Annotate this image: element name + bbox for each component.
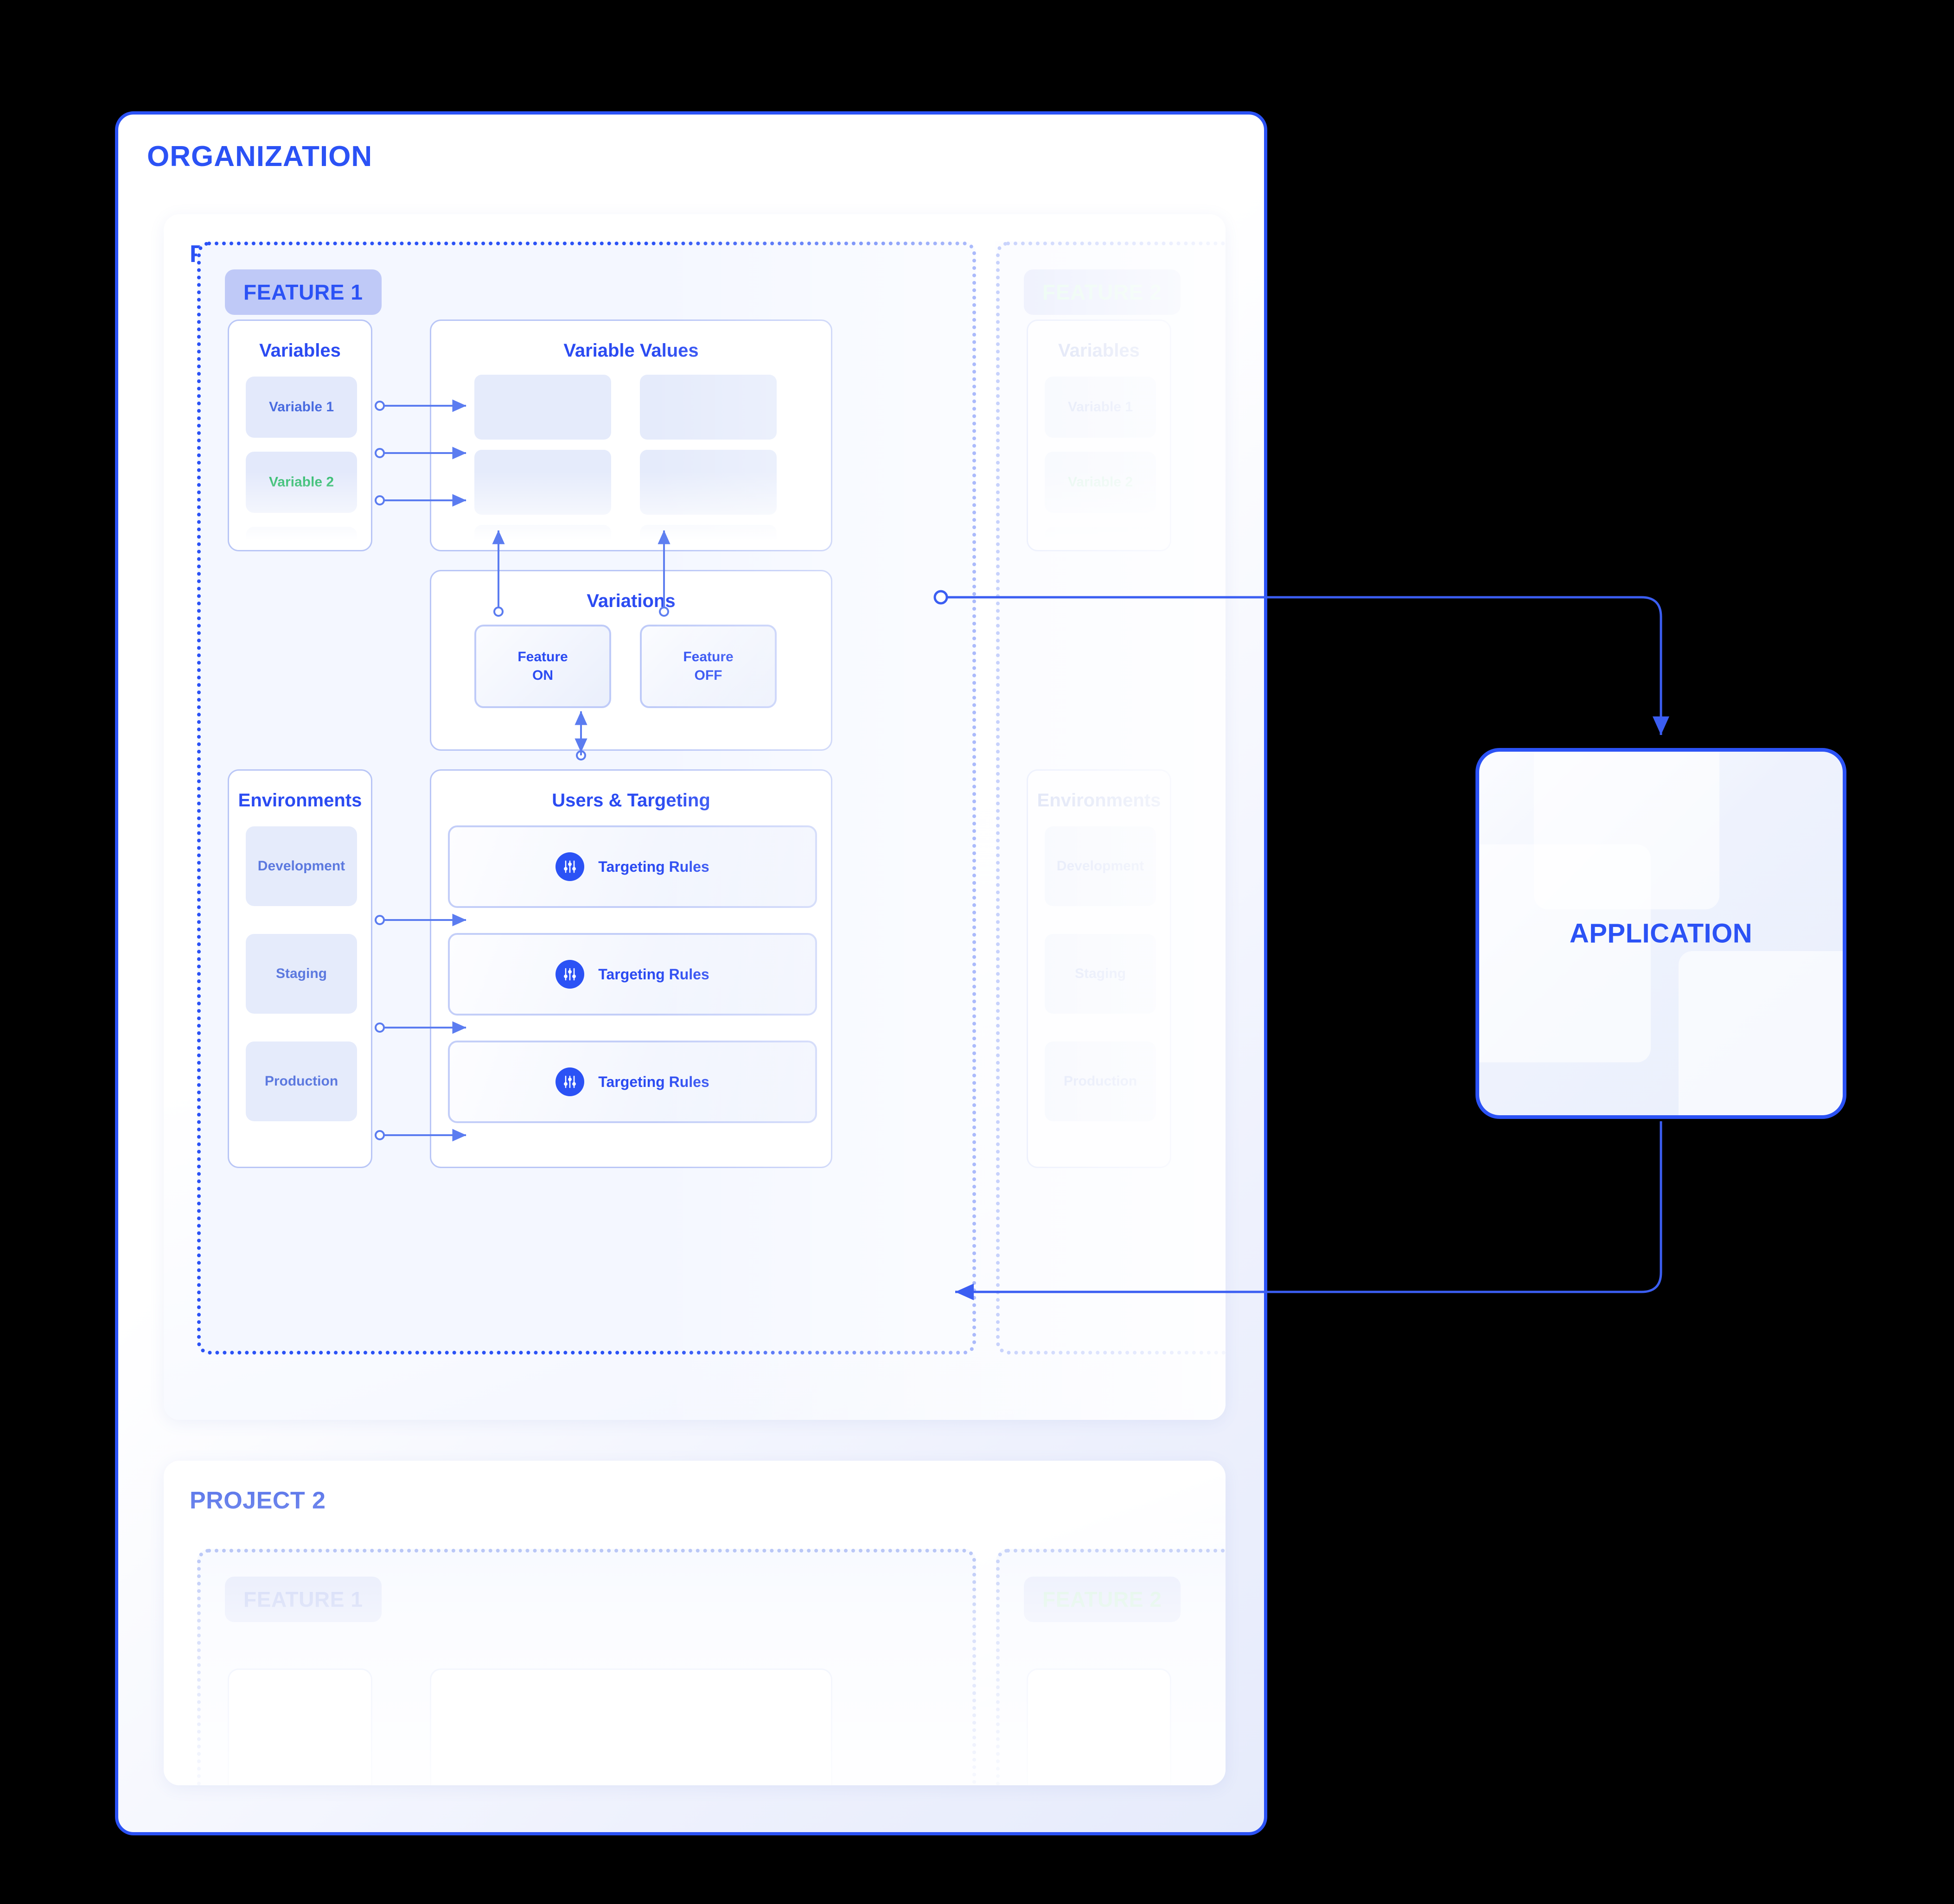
sliders-icon <box>556 852 585 881</box>
variable-values-panel: Variable Values <box>430 319 832 551</box>
value-box-2-1[interactable] <box>474 450 611 515</box>
environment-chip-development[interactable]: Development <box>246 826 357 906</box>
variable-chip-3[interactable]: Variable 3 <box>246 527 357 550</box>
value-box-3-1[interactable] <box>474 525 611 550</box>
feature-2-environment-chip-staging[interactable]: Staging <box>1045 934 1156 1014</box>
project-2-feature-1-container[interactable]: FEATURE 1 <box>197 1549 976 1785</box>
variable-values-panel-title: Variable Values <box>563 340 699 361</box>
variation-card-feature-off[interactable]: Feature OFF <box>640 625 777 708</box>
feature-2-environment-chip-development[interactable]: Development <box>1045 826 1156 906</box>
application-decoration-3 <box>1479 844 1651 1062</box>
project-2-feature-1-badge[interactable]: FEATURE 1 <box>225 1577 382 1622</box>
value-box-1-1[interactable] <box>474 375 611 440</box>
environments-panel: Environments Development Staging Product… <box>228 769 372 1168</box>
environments-panel-title: Environments <box>238 790 362 811</box>
project-2-title: PROJECT 2 <box>190 1487 326 1514</box>
organization-card: ORGANIZATION PROJECT 1 FEATURE 1 Variabl… <box>115 111 1267 1835</box>
value-box-3-2[interactable] <box>640 525 777 550</box>
project-2-card: PROJECT 2 FEATURE 1 FEATURE 2 <box>164 1461 1226 1785</box>
project-2-f2-variables-panel <box>1027 1668 1171 1785</box>
users-targeting-panel-title: Users & Targeting <box>552 790 710 811</box>
environment-chip-staging[interactable]: Staging <box>246 934 357 1014</box>
feature-2-container[interactable]: FEATURE 2 Variables Variable 1 Variable … <box>995 241 1226 1355</box>
organization-title: ORGANIZATION <box>147 141 373 173</box>
feature-2-variables-panel: Variables Variable 1 Variable 2 Variable… <box>1027 319 1171 551</box>
variables-panel: Variables Variable 1 Variable 2 Variable… <box>228 319 372 551</box>
variations-panel: Variations Feature ON Feature OFF <box>430 570 832 751</box>
variation-card-feature-on[interactable]: Feature ON <box>474 625 611 708</box>
feature-1-badge[interactable]: FEATURE 1 <box>225 269 382 315</box>
variations-panel-title: Variations <box>587 591 676 611</box>
targeting-rules-row-staging[interactable]: Targeting Rules <box>448 933 817 1016</box>
targeting-rules-label-2: Targeting Rules <box>598 965 709 983</box>
project-1-card: PROJECT 1 FEATURE 1 Variables Variable 1… <box>164 214 1226 1420</box>
application-label: APPLICATION <box>1569 918 1753 949</box>
feature-2-environments-panel: Environments Development Staging Product… <box>1027 769 1171 1168</box>
variables-panel-title: Variables <box>259 340 341 361</box>
feature-2-variable-chip-2[interactable]: Variable 2 <box>1045 452 1156 513</box>
feature-2-variable-chip-3[interactable]: Variable 3 <box>1045 527 1156 550</box>
feature-2-variable-chip-1[interactable]: Variable 1 <box>1045 377 1156 438</box>
feature-2-environments-title: Environments <box>1037 790 1161 811</box>
variation-off-line2: OFF <box>694 668 722 683</box>
sliders-icon <box>556 1067 585 1096</box>
targeting-rules-row-production[interactable]: Targeting Rules <box>448 1041 817 1123</box>
project-2-feature-2-badge[interactable]: FEATURE 2 <box>1024 1577 1181 1622</box>
project-2-f1-variables-panel <box>228 1668 372 1785</box>
users-targeting-panel: Users & Targeting <box>430 769 832 1168</box>
feature-2-badge[interactable]: FEATURE 2 <box>1024 269 1181 315</box>
application-box[interactable]: APPLICATION <box>1475 748 1846 1119</box>
sliders-icon <box>556 960 585 989</box>
feature-2-variables-title: Variables <box>1058 340 1140 361</box>
variable-chip-1[interactable]: Variable 1 <box>246 377 357 438</box>
targeting-rules-label-1: Targeting Rules <box>598 858 709 875</box>
variation-on-line2: ON <box>532 668 553 683</box>
application-decoration-2 <box>1679 951 1843 1115</box>
environment-chip-production[interactable]: Production <box>246 1041 357 1121</box>
feature-1-container[interactable]: FEATURE 1 Variables Variable 1 Variable … <box>197 242 976 1355</box>
value-box-1-2[interactable] <box>640 375 777 440</box>
variation-on-line1: Feature <box>517 649 568 665</box>
feature-2-environment-chip-production[interactable]: Production <box>1045 1041 1156 1121</box>
targeting-rules-label-3: Targeting Rules <box>598 1073 709 1090</box>
project-2-feature-2-container[interactable]: FEATURE 2 <box>996 1549 1226 1785</box>
variation-off-line1: Feature <box>683 649 734 665</box>
targeting-rules-row-development[interactable]: Targeting Rules <box>448 825 817 908</box>
variable-chip-2[interactable]: Variable 2 <box>246 452 357 513</box>
project-2-f1-values-panel <box>430 1668 832 1785</box>
value-box-2-2[interactable] <box>640 450 777 515</box>
